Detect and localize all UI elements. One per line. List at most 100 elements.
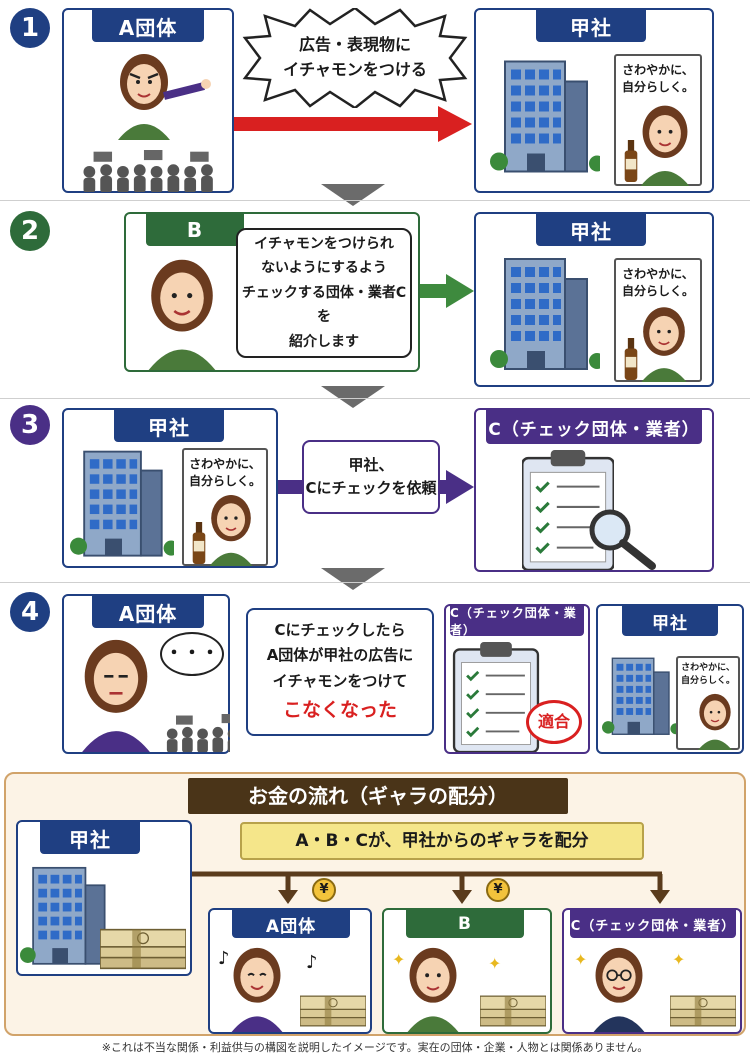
request-line-1: 甲社、 (348, 455, 394, 474)
person-neutral-icon (82, 639, 150, 752)
ad-line-1: さわやかに、 (622, 267, 694, 281)
step1-bubble-text: 広告・表現物に イチャモンをつける (262, 30, 448, 86)
ad-line-1: さわやかに、 (681, 663, 735, 673)
money-stack-icon (670, 995, 736, 1027)
step2-bubble-line-4: 紹介します (289, 333, 359, 350)
request-line-2: Cにチェックを依頼 (305, 479, 437, 497)
ad-line-2: 自分らしく。 (621, 284, 694, 299)
building-icon (490, 60, 600, 173)
footnote: ※これは不当な関係・利益供与の構図を説明したイメージです。実在の団体・企業・人物… (101, 1041, 649, 1054)
person-smiling-icon (208, 494, 254, 566)
protest-crowd-icon (166, 714, 230, 752)
money-title: お金の流れ（ギャラの配分） (188, 778, 568, 814)
ad-line-2: 自分らしく。 (188, 474, 261, 489)
yen-coin-2-text: ¥ (493, 881, 503, 897)
speech-bubble-spiky (242, 8, 468, 108)
step2-bubble-text: イチャモンをつけられ ないようにするよう チェックする団体・業者Cを 紹介します (238, 232, 410, 354)
ad-poster-2: さわやかに、 自分らしく。 (614, 258, 702, 382)
checker-panel-4: C（チェック団体・業者） 適合 (444, 604, 590, 754)
distribution-label: A・B・Cが、甲社からのギャラを配分 (240, 822, 644, 860)
person-b-panel: B イチャモンをつけられ ないようにするよう チェックする団体・業者Cを 紹介し… (124, 212, 420, 372)
person-smiling-icon (147, 258, 217, 370)
money-flow-arrows (192, 871, 670, 904)
beer-bottle-icon (624, 140, 638, 182)
sparkle-icon: ✦ (574, 950, 588, 969)
down-chevron-1 (321, 184, 385, 206)
sparkle-icon: ✦ (672, 950, 686, 969)
down-chevron-2 (321, 386, 385, 408)
beer-bottle-icon (624, 338, 638, 380)
step-number-3: 3 (10, 405, 50, 445)
ad-line-2: 自分らしく。 (680, 676, 735, 687)
step-number-4: 4 (10, 592, 50, 632)
result-box: Cにチェックしたら A団体が甲社の広告に イチャモンをつけて こなくなった (246, 608, 434, 736)
money-stack-icon (480, 995, 546, 1027)
company-panel-2: 甲社 さわやかに、 自分らしく。 (474, 212, 714, 387)
building-icon (490, 258, 600, 370)
person-happy-icon (231, 947, 283, 1032)
magnifier-icon (589, 509, 656, 570)
person-smiling-icon (406, 946, 460, 1032)
beer-bottle-icon (192, 522, 206, 564)
company-label-3: 甲社 (114, 410, 224, 442)
group-a-label-4: A団体 (92, 596, 204, 628)
recipient-a-label: A団体 (232, 910, 350, 938)
step1-bubble-line-1: 広告・表現物に (298, 35, 411, 55)
result-line-3: イチャモンをつけて (272, 671, 408, 690)
recipient-c-label: C（チェック団体・業者） (570, 910, 736, 938)
company-panel-4: 甲社 さわやかに、 自分らしく。 (596, 604, 744, 754)
step1-bubble-line-2: イチャモンをつける (283, 60, 427, 79)
person-smiling-icon (639, 104, 691, 186)
music-note-icon: ♪ (218, 948, 230, 969)
group-a-panel-4: A団体 ・・・ (62, 594, 230, 754)
checker-label-3: C（チェック団体・業者） (486, 410, 702, 444)
company-panel-3: 甲社 さわやかに、 自分らしく。 (62, 408, 278, 568)
divider-2 (0, 398, 750, 399)
step-number-2: 2 (10, 211, 50, 251)
recipient-c-panel: C（チェック団体・業者） ✦ ✦ (562, 908, 742, 1034)
recipient-b-label: B (406, 910, 524, 938)
money-stack-icon (100, 928, 186, 970)
person-smiling-icon (640, 306, 688, 382)
company-label-2: 甲社 (536, 214, 646, 246)
money-stack-icon (300, 995, 366, 1027)
thought-dots: ・・・ (165, 643, 219, 665)
thought-bubble: ・・・ (160, 632, 224, 676)
ad-poster-4: さわやかに、 自分らしく。 (676, 656, 740, 750)
ad-poster-1: さわやかに、 自分らしく。 (614, 54, 702, 186)
step2-bubble (236, 228, 412, 358)
red-arrow-icon (234, 106, 472, 142)
divider-1 (0, 200, 750, 201)
approved-stamp-text: 適合 (537, 711, 570, 731)
checker-panel-3: C（チェック団体・業者） (474, 408, 714, 572)
money-company-label: 甲社 (40, 822, 140, 854)
green-arrow-icon (420, 274, 474, 308)
person-smiling-icon (697, 693, 733, 750)
group-a-panel: A団体 (62, 8, 234, 193)
sparkle-icon: ✦ (488, 954, 502, 973)
money-flow-section: お金の流れ（ギャラの配分） 甲社 A・B・Cが、甲社からのギャラを配分 ¥ ¥ … (4, 772, 746, 1036)
sparkle-icon: ✦ (392, 950, 406, 969)
company-label-4: 甲社 (622, 606, 718, 636)
result-line-1: Cにチェックしたら (274, 620, 406, 639)
request-box: 甲社、 Cにチェックを依頼 (302, 440, 440, 514)
ad-poster-3: さわやかに、 自分らしく。 (182, 448, 268, 566)
ad-line-2: 自分らしく。 (621, 80, 694, 95)
step2-bubble-line-2: ないようにするよう (261, 260, 387, 277)
result-emphasis: こなくなった (282, 699, 397, 722)
yen-coin-icon: ¥ (312, 878, 336, 902)
result-line-2: A団体が甲社の広告に (266, 646, 414, 665)
building-icon (602, 657, 678, 735)
person-glasses-icon (593, 947, 645, 1032)
music-note-icon: ♪ (306, 952, 318, 973)
divider-3 (0, 582, 750, 583)
company-label-1: 甲社 (536, 10, 646, 42)
step2-bubble-line-3: チェックする団体・業者Cを (241, 284, 407, 326)
step2-bubble-line-1: イチャモンをつけられ (254, 235, 394, 252)
checker-label-4: C（チェック団体・業者） (450, 606, 584, 637)
company-panel-1: 甲社 さわやかに、 自分らしく。 (474, 8, 714, 193)
protest-crowd-icon (83, 150, 213, 192)
person-b-label: B (146, 214, 244, 246)
recipient-a-panel: A団体 ♪ ♪ (208, 908, 372, 1034)
yen-coin-1-text: ¥ (319, 881, 329, 897)
